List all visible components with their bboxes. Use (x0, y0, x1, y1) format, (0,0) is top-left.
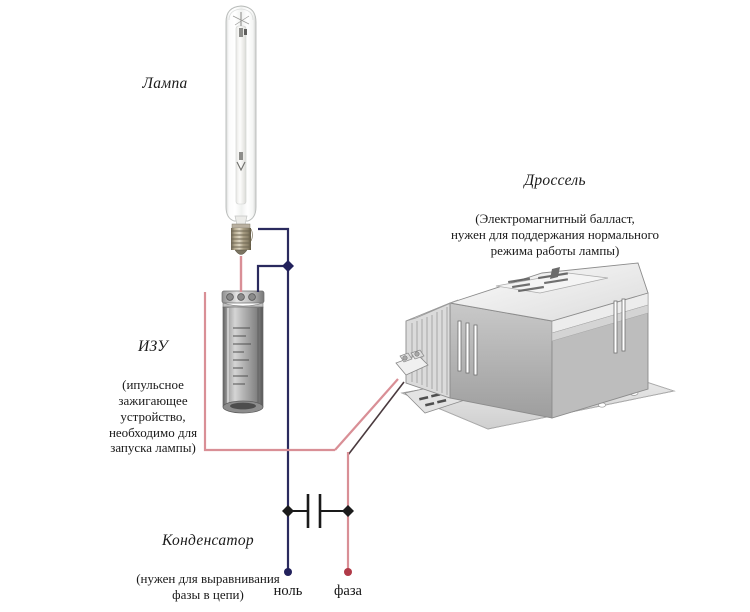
label-igniter: ИЗУ (ипульсное зажигающее устройство, не… (92, 318, 214, 476)
ballast-terminal-hole-2 (414, 351, 420, 357)
label-ballast: Дроссель (Электромагнитный балласт, нуже… (425, 152, 685, 278)
wire-to-ballast-terminal-b (347, 381, 405, 456)
lamp-image (215, 2, 267, 260)
label-ballast-sub: (Электромагнитный балласт, нужен для под… (450, 210, 660, 258)
igniter-image (214, 286, 272, 426)
lamp-base-tip (234, 249, 248, 255)
ballast-core-slots (457, 320, 478, 376)
ballast-top-mark (550, 267, 560, 279)
lamp-dome-highlight (228, 8, 254, 21)
junction-dot-lamp (282, 260, 294, 272)
wire-igniter-to-ballast-horizontal (203, 292, 335, 452)
junction-dot-capacitor-left (282, 505, 294, 517)
label-phase: фаза (334, 583, 362, 599)
wire-lamp-base-to-junction (258, 227, 290, 266)
label-lamp: Лампа (110, 55, 220, 114)
junction-dot-capacitor-right (342, 505, 354, 517)
terminal-dot-phase (344, 568, 352, 576)
terminal-dot-neutral (284, 568, 292, 576)
ballast-lamination-top (405, 299, 459, 322)
ballast-terminal-hole-1 (402, 355, 408, 361)
lamp-getter-wire (232, 15, 250, 25)
igniter-body (222, 306, 264, 408)
label-capacitor-title: Конденсатор (162, 531, 254, 549)
igniter-terminal-3 (248, 293, 256, 301)
label-igniter-title: ИЗУ (138, 337, 168, 355)
lamp-electrode-top (239, 28, 243, 37)
label-lamp-title: Лампа (142, 74, 188, 92)
label-capacitor-sub: (нужен для выравнивания фазы в цепи) (136, 570, 280, 602)
lamp-screw-base (231, 228, 253, 250)
label-ballast-title: Дроссель (524, 171, 586, 189)
ballast-nameplate-text (508, 272, 569, 293)
lamp-getter-wire-2 (234, 15, 250, 26)
ballast-core-slots-right (613, 298, 626, 354)
wire-junction-to-igniter (256, 264, 288, 292)
label-igniter-sub: (ипульсное зажигающее устройство, необхо… (108, 376, 198, 456)
lamp-getter (244, 29, 247, 35)
igniter-svg (221, 290, 265, 414)
lamp-electrode-bottom (239, 152, 243, 160)
ballast-image (392, 243, 678, 435)
igniter-print (233, 327, 251, 385)
igniter-terminal-2 (237, 293, 245, 301)
lamp-svg (225, 5, 257, 255)
igniter-terminal-1 (226, 293, 234, 301)
lamp-filament-wire (236, 161, 246, 172)
label-capacitor: Конденсатор (нужен для выравнивания фазы… (118, 512, 298, 612)
ballast-svg (395, 262, 676, 430)
igniter-bottom-dimple (230, 402, 256, 410)
label-neutral: ноль (273, 583, 303, 599)
wire-to-ballast-terminal-a (334, 378, 399, 451)
